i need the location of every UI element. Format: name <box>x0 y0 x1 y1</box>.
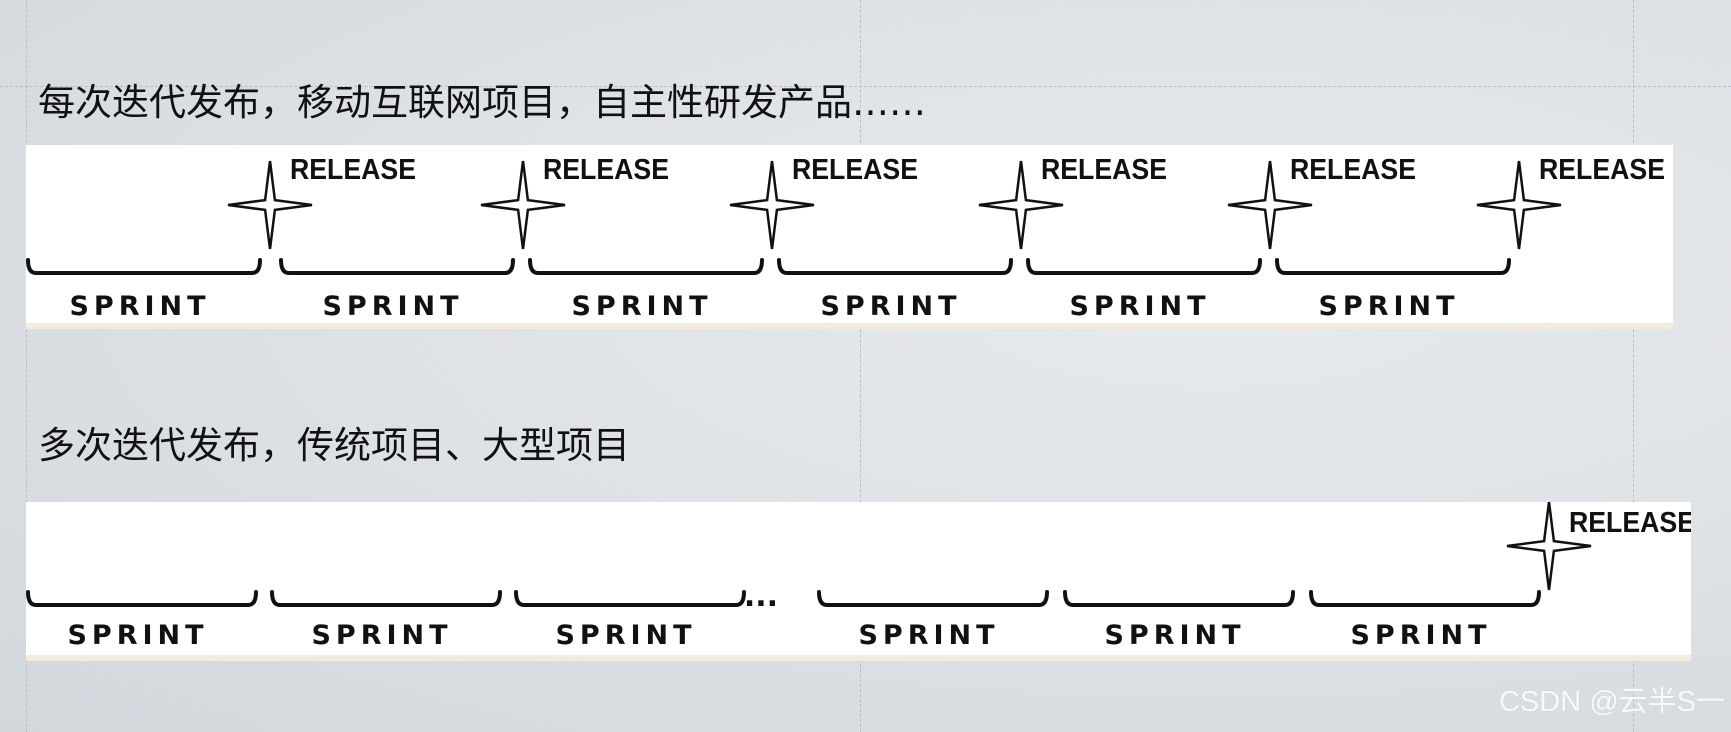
frequent-release-diagram: SPRINT RELEASE SPRINT RELEASE SPRINT RELEASE S… <box>26 154 1665 322</box>
release-star-icon <box>480 160 566 250</box>
release-label: RELEASE <box>1290 154 1416 186</box>
release-label: RELEASE <box>290 154 416 186</box>
sprint-label: SPRINT <box>322 291 463 322</box>
guide-line-right <box>1633 0 1634 732</box>
sprint-label: SPRINT <box>571 291 712 322</box>
release-label: RELEASE <box>1041 154 1167 186</box>
sprint-bracket <box>777 258 1013 275</box>
guide-line-center <box>860 0 861 732</box>
gap-ellipsis: ... <box>744 579 778 614</box>
sprint-bracket <box>514 590 746 607</box>
sprint-label: SPRINT <box>1350 620 1491 651</box>
release-star-icon <box>227 160 313 250</box>
release-label: RELEASE <box>1539 154 1665 186</box>
sprint-bracket <box>270 590 502 607</box>
sprint-label: SPRINT <box>67 620 208 651</box>
release-star-icon <box>729 160 815 250</box>
sprint-bracket <box>26 590 258 607</box>
guide-line-top <box>0 86 1731 87</box>
release-label: RELEASE <box>792 154 918 186</box>
heading-frequent-release: 每次迭代发布，移动互联网项目，自主性研发产品…… <box>38 81 926 124</box>
release-star-icon <box>1476 160 1562 250</box>
sprint-bracket <box>528 258 764 275</box>
sprint-label: SPRINT <box>820 291 961 322</box>
sprint-bracket <box>817 590 1049 607</box>
sprint-bracket <box>1275 258 1511 275</box>
guide-line-left <box>26 0 27 732</box>
release-label: RELEASE <box>1569 507 1691 539</box>
release-star-icon <box>978 160 1064 250</box>
diagram-single-release: SPRINT SPRINT SPRINT SPRINT SPRINT SPRINT... R… <box>26 502 1691 661</box>
sprint-label: SPRINT <box>69 291 210 322</box>
sprint-bracket <box>1309 590 1541 607</box>
sprint-label: SPRINT <box>1069 291 1210 322</box>
sprint-label: SPRINT <box>1318 291 1459 322</box>
sprint-label: SPRINT <box>311 620 452 651</box>
heading-single-release: 多次迭代发布，传统项目、大型项目 <box>38 424 630 467</box>
single-release-diagram: SPRINT SPRINT SPRINT SPRINT SPRINT SPRINT... R… <box>26 502 1691 651</box>
release-label: RELEASE <box>543 154 669 186</box>
release-star-icon <box>1506 502 1592 591</box>
sprint-label: SPRINT <box>1104 620 1245 651</box>
sprint-bracket <box>1026 258 1262 275</box>
sprint-bracket <box>26 258 262 275</box>
sprint-label: SPRINT <box>555 620 696 651</box>
release-star-icon <box>1227 160 1313 250</box>
sprint-bracket <box>1063 590 1295 607</box>
sprint-bracket <box>279 258 515 275</box>
sprint-label: SPRINT <box>858 620 999 651</box>
watermark: CSDN @云半S一 <box>1498 686 1725 718</box>
diagram-frequent-release: SPRINT RELEASE SPRINT RELEASE SPRINT RELEASE S… <box>26 145 1673 329</box>
